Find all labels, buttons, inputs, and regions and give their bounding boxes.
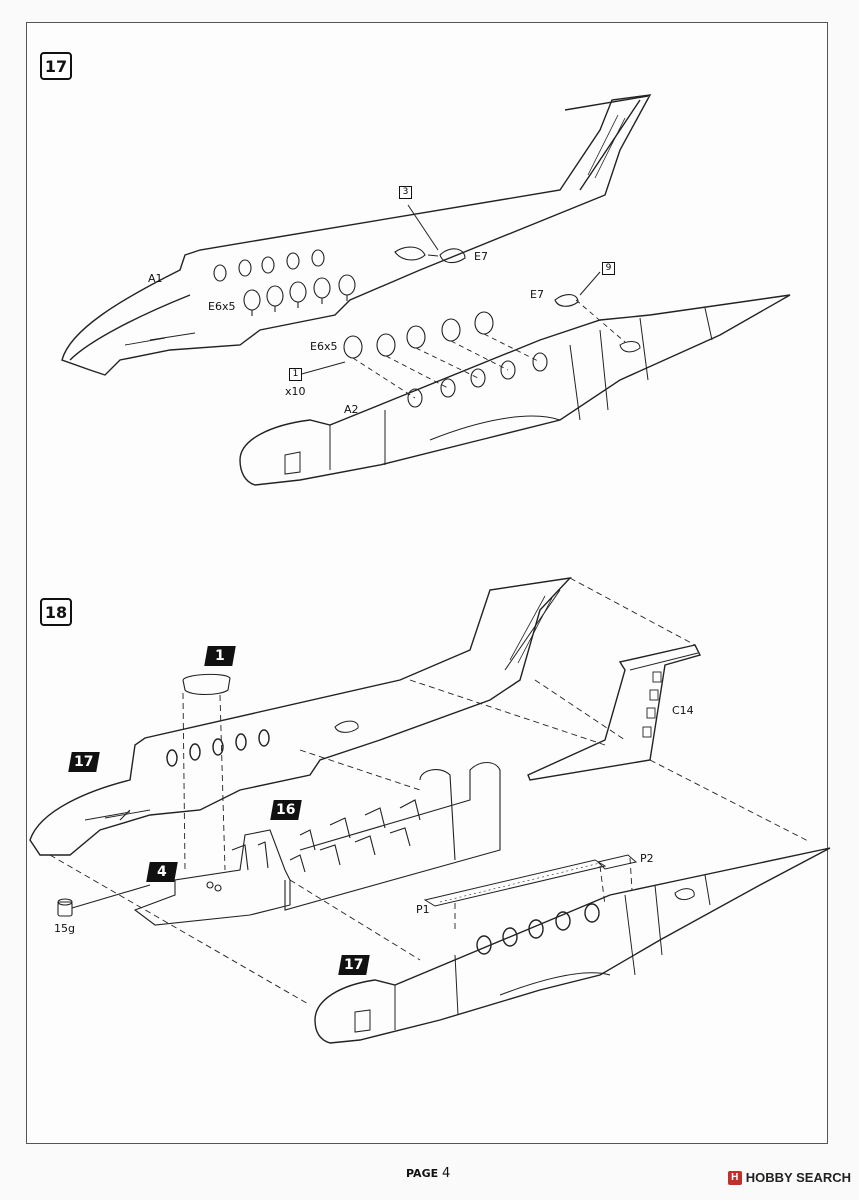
sub-assembly-ref-4: 4: [146, 862, 178, 882]
step-17-badge: 17: [40, 52, 72, 80]
fuselage-left-assembly: [29, 577, 572, 856]
part-label-e6-left: E6x5: [208, 300, 236, 313]
sub-assembly-ref-16: 16: [270, 800, 302, 820]
part-1-console: [182, 673, 231, 696]
fuselage-half-a1: [61, 94, 652, 376]
sub-assembly-ref-17-bottom: 17: [338, 955, 370, 975]
watermark-brand: HOBBY SEARCH: [745, 1170, 851, 1185]
page-number: 4: [441, 1166, 451, 1181]
weight-15g: [57, 884, 151, 917]
part-label-e7-right: E7: [530, 288, 544, 301]
windows-a1-holes: [213, 249, 325, 282]
fuselage-right-assembly: [314, 847, 831, 1044]
fuselage-half-a2: [239, 294, 791, 486]
glue-ref-3: 3: [399, 186, 412, 199]
part-label-c14: C14: [672, 704, 694, 717]
guide-lines-17: [352, 299, 626, 399]
glue-ref-1: 1: [289, 368, 302, 381]
part-label-p1: P1: [416, 903, 430, 916]
part-label-e7-left: E7: [474, 250, 488, 263]
hobby-search-logo-icon: H: [727, 1170, 742, 1185]
part-label-a1: A1: [148, 272, 163, 285]
page-footer: PAGE 4: [406, 1166, 450, 1181]
sub-assembly-ref-17-top: 17: [68, 752, 100, 772]
glue-ref-9: 9: [602, 262, 615, 275]
tail-fin-c14: [527, 644, 702, 781]
part-label-weight: 15g: [54, 922, 75, 935]
guide-lines-18: [49, 577, 811, 1006]
windows-e6-parts-left: [243, 274, 356, 316]
qty-label: x10: [285, 385, 306, 398]
page-frame: [26, 22, 828, 1144]
sub-assembly-ref-1: 1: [204, 646, 236, 666]
part-label-p2: P2: [640, 852, 654, 865]
cabin-interior: [133, 761, 501, 926]
step-18-badge: 18: [40, 598, 72, 626]
watermark: H HOBBY SEARCH: [727, 1170, 851, 1185]
part-label-a2: A2: [344, 403, 359, 416]
windows-a2-holes: [407, 352, 548, 408]
part-label-e6-right: E6x5: [310, 340, 338, 353]
page-label: PAGE: [406, 1167, 439, 1180]
